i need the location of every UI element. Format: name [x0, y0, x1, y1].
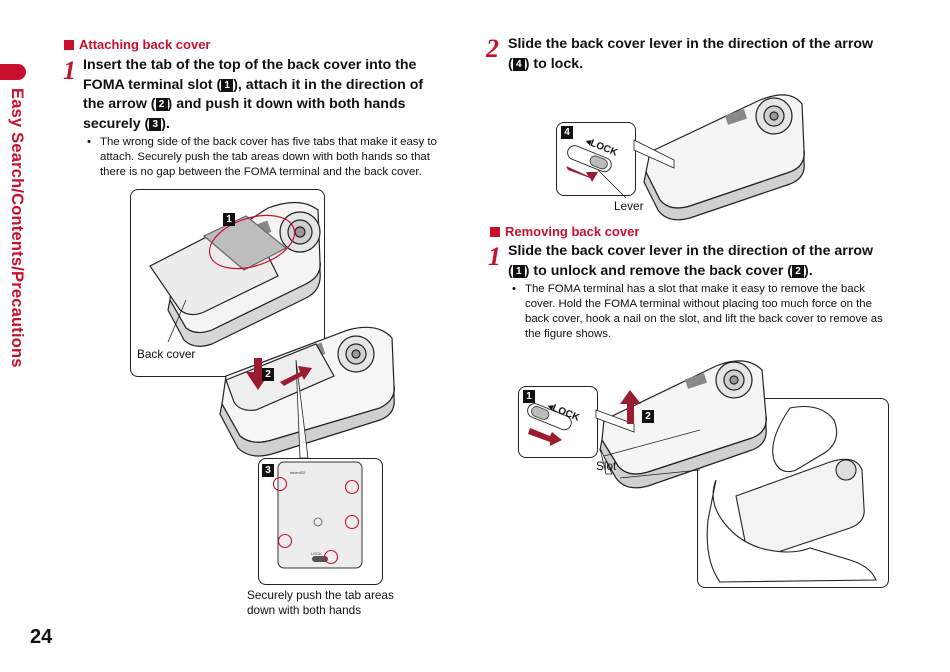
attach-bullet-note: •The wrong side of the back cover has fi…: [87, 136, 437, 178]
lift-arrow-icon: [620, 390, 641, 424]
phone-drawing-lock: [643, 94, 805, 221]
ref-badge-4: 4: [512, 57, 525, 71]
figure-num-badge-4: 4: [561, 126, 573, 139]
attach-step1-text: Insert the tab of the top of the back co…: [83, 56, 463, 134]
remove-step1-number: 1: [488, 242, 501, 271]
slot-label: Slot: [596, 459, 617, 473]
step-line: securely (3).: [83, 115, 170, 132]
tabs-caption: Securely push the tab areas down with bo…: [247, 588, 394, 617]
step-line: the arrow (2) and push it down with both…: [83, 96, 406, 112]
remove-heading-text: Removing back cover: [505, 224, 640, 239]
figure-num-badge-1: 1: [523, 390, 535, 403]
step-line: Slide the back cover lever in the direct…: [508, 243, 874, 259]
heading-square-icon: [64, 39, 74, 50]
hands-drawing: [706, 405, 877, 583]
remove-bullet-note: •The FOMA terminal has a slot that make …: [512, 283, 883, 340]
slide-arrow-icon: [280, 366, 312, 386]
remove-heading: Removing back cover: [490, 224, 639, 239]
page-number: 24: [30, 626, 53, 648]
section-tab-marker: [0, 64, 26, 80]
figure-num-badge-3: 3: [262, 464, 274, 477]
phone-drawing-middle: [219, 326, 395, 457]
attach-step1-number: 1: [63, 56, 76, 85]
back-cover-label: Back cover: [137, 347, 196, 361]
ref-badge-3: 3: [149, 117, 162, 131]
remove-step1-text: Slide the back cover lever in the direct…: [508, 242, 918, 281]
attach-heading-text: Attaching back cover: [79, 37, 211, 52]
attach-heading: Attaching back cover: [64, 37, 211, 52]
tab-lock-label: LOCK: [311, 551, 322, 556]
heading-square-icon: [490, 226, 500, 237]
step-line: Insert the tab of the top of the back co…: [83, 57, 417, 73]
ref-badge-1: 1: [512, 264, 525, 278]
step-line: FOMA terminal slot (1), attach it in the…: [83, 76, 424, 93]
step-line: (4) to lock.: [508, 55, 584, 72]
figure-num-badge-1: 1: [223, 213, 235, 226]
figure-num-badge-2: 2: [262, 368, 274, 381]
figure-num-badge-2: 2: [642, 410, 654, 423]
microsd-label: microSD: [290, 470, 306, 475]
ref-badge-1: 1: [221, 78, 234, 92]
lock-arrow-icon: [566, 166, 598, 182]
attach-step2-number: 2: [486, 34, 499, 63]
step-line: Slide the back cover lever in the direct…: [508, 36, 874, 52]
unlock-arrow-icon: [528, 428, 562, 446]
attach-step2-text: Slide the back cover lever in the direct…: [508, 35, 908, 74]
step-line: (1) to unlock and remove the back cover …: [508, 262, 813, 279]
ref-badge-2: 2: [155, 98, 168, 111]
ref-badge-2: 2: [792, 264, 805, 278]
lever-label: Lever: [614, 199, 644, 213]
